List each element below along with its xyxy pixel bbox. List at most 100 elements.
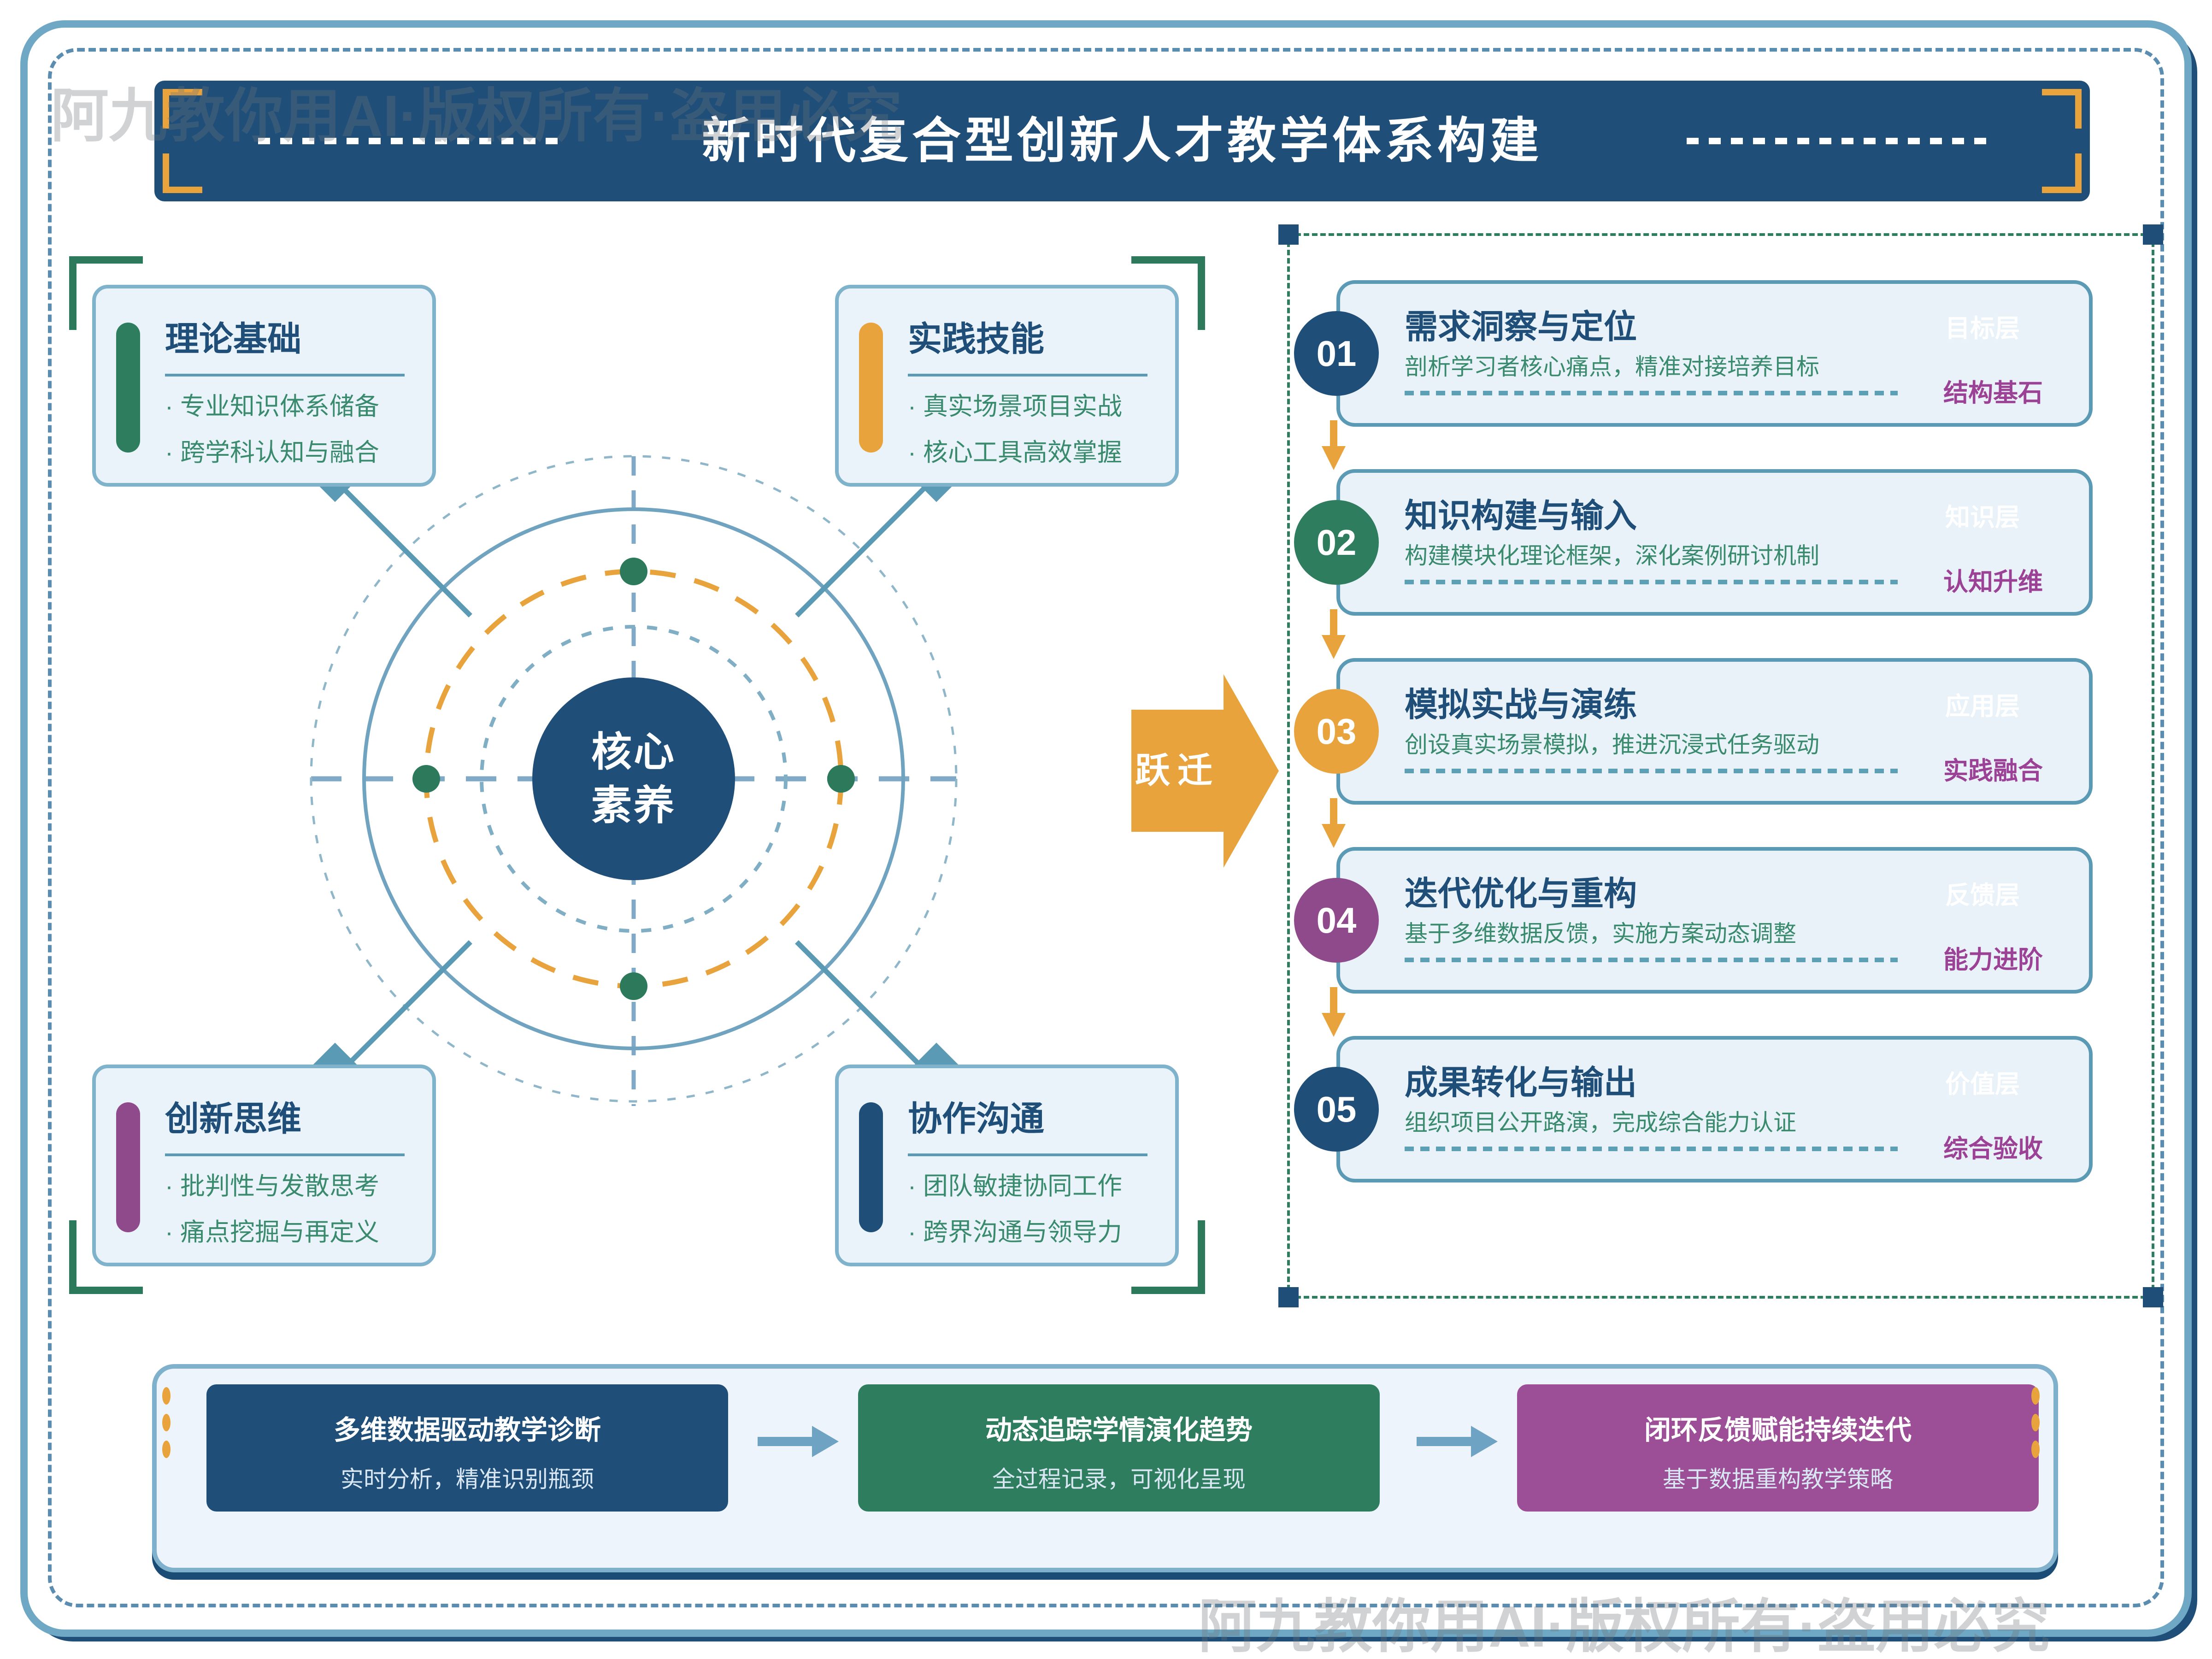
step-connector-arrow: [1330, 420, 1337, 447]
band-dots-decor: [162, 1378, 171, 1467]
card-bullet: · 痛点挖掘与再定义: [165, 1218, 379, 1246]
step-layer-label: 价值层: [1945, 1071, 2020, 1098]
step-card-4: 04 迭代优化与重构 基于多维数据反馈，实施方案动态调整 反馈层 能力进阶: [1294, 847, 2093, 994]
ring-node-dot: [620, 558, 647, 585]
step-card-3: 03 模拟实战与演练 创设真实场景模拟，推进沉浸式任务驱动 应用层 实践融合: [1294, 658, 2093, 805]
card-divider: [908, 374, 1147, 377]
step-connector-arrow: [1330, 798, 1337, 825]
banner-corner-bracket-icon: [2042, 153, 2082, 193]
card-bullet: · 团队敏捷协同工作: [908, 1172, 1122, 1200]
flow-arrow: [1417, 1437, 1472, 1446]
left-zone-bracket-icon: [69, 256, 143, 264]
step-card-2: 02 知识构建与输入 构建模块化理论框架，深化案例研讨机制 知识层 认知升维: [1294, 469, 2093, 616]
step-number-badge: 03: [1294, 689, 1379, 774]
watermark-top: 阿九教你用AI·版权所有·盗用必究: [51, 83, 902, 148]
watermark-bottom: 阿九教你用AI·版权所有·盗用必究: [1198, 1594, 2050, 1659]
title-banner: 新时代复合型创新人才教学体系构建: [154, 81, 2090, 201]
step-dotted-line: [1405, 391, 1898, 395]
ring-node-dot: [620, 972, 647, 1000]
page-inner-dashed-border: [48, 48, 2164, 1607]
step-tag-label: 结构基石: [1943, 379, 2043, 407]
flow-box-feedback: 闭环反馈赋能持续迭代 基于数据重构教学策略: [1517, 1384, 2039, 1512]
panel-corner-square-icon: [1278, 1287, 1299, 1307]
step-dotted-line: [1405, 580, 1898, 584]
banner-corner-bracket-icon: [163, 153, 202, 193]
leap-arrow-head-icon: [1224, 674, 1279, 868]
step-layer-label: 知识层: [1945, 504, 2020, 531]
banner-dash-decor: [1687, 138, 1986, 144]
step-layer-label: 反馈层: [1945, 882, 2020, 909]
step-layer-label: 应用层: [1945, 693, 2020, 720]
step-connector-arrowhead-icon: [1322, 824, 1346, 848]
step-title: 知识构建与输入: [1405, 498, 1637, 535]
solid-ring: [362, 507, 905, 1050]
card-title: 协作沟通: [908, 1100, 1044, 1138]
step-title: 成果转化与输出: [1405, 1065, 1637, 1101]
step-number-badge: 01: [1294, 311, 1379, 396]
card-bullet: · 跨学科认知与融合: [165, 439, 379, 466]
page-title: 新时代复合型创新人才教学体系构建: [702, 114, 1542, 168]
left-zone-bracket-icon: [1131, 256, 1205, 264]
card-accent-bar: [116, 1102, 140, 1232]
step-desc: 创设真实场景模拟，推进沉浸式任务驱动: [1405, 732, 1819, 758]
step-desc: 组织项目公开路演，完成综合能力认证: [1405, 1110, 1796, 1135]
left-zone-bracket-icon: [69, 1287, 143, 1294]
flow-arrow: [758, 1437, 813, 1446]
left-zone-bracket-icon: [1131, 1287, 1205, 1294]
left-zone-bracket-icon: [69, 256, 76, 330]
step-number-badge: 05: [1294, 1067, 1379, 1152]
steps-panel-dashed-border: [1278, 224, 2163, 1307]
card-title: 理论基础: [165, 320, 301, 358]
core-competency-circle: 核心 素养: [532, 677, 735, 880]
step-connector-arrowhead-icon: [1322, 1013, 1346, 1037]
panel-corner-square-icon: [1278, 224, 1299, 245]
card-accent-bar: [859, 1102, 883, 1232]
step-tag-label: 综合验收: [1943, 1135, 2043, 1163]
card-title: 实践技能: [908, 320, 1044, 358]
step-connector-arrowhead-icon: [1322, 446, 1346, 470]
card-theory: 理论基础 · 专业知识体系储备 · 跨学科认知与融合: [92, 285, 436, 487]
panel-corner-square-icon: [2143, 1287, 2163, 1307]
card-innovation: 创新思维 · 批判性与发散思考 · 痛点挖掘与再定义: [92, 1065, 436, 1266]
step-card-5: 05 成果转化与输出 组织项目公开路演，完成综合能力认证 价值层 综合验收: [1294, 1036, 2093, 1182]
flow-box-subtitle: 全过程记录，可视化呈现: [992, 1466, 1246, 1492]
card-bullet: · 专业知识体系储备: [165, 393, 379, 420]
banner-corner-bracket-icon: [2042, 89, 2082, 129]
ring-node-dot: [827, 765, 855, 793]
core-label-line1: 核心: [591, 729, 676, 775]
card-bullet: · 真实场景项目实战: [908, 393, 1122, 420]
step-tag-label: 认知升维: [1943, 568, 2043, 596]
flow-arrowhead-icon: [1471, 1426, 1498, 1457]
step-title: 模拟实战与演练: [1405, 687, 1637, 724]
step-connector-arrowhead-icon: [1322, 635, 1346, 659]
outer-dashed-ring: [310, 455, 958, 1103]
flow-box-subtitle: 实时分析，精准识别瓶颈: [341, 1466, 594, 1492]
left-zone-bracket-icon: [1198, 256, 1205, 330]
step-desc: 构建模块化理论框架，深化案例研讨机制: [1405, 543, 1819, 569]
flow-box-diagnosis: 多维数据驱动教学诊断 实时分析，精准识别瓶颈: [206, 1384, 728, 1512]
flow-arrowhead-icon: [812, 1426, 839, 1457]
card-practice: 实践技能 · 真实场景项目实战 · 核心工具高效掌握: [835, 285, 1179, 487]
card-divider: [165, 374, 405, 377]
step-tag-label: 实践融合: [1943, 757, 2043, 785]
step-dotted-line: [1405, 769, 1898, 773]
step-title: 迭代优化与重构: [1405, 876, 1637, 912]
step-desc: 剖析学习者核心痛点，精准对接培养目标: [1405, 354, 1819, 380]
card-title: 创新思维: [165, 1100, 301, 1138]
card-bullet: · 核心工具高效掌握: [908, 439, 1122, 466]
step-tag-label: 能力进阶: [1943, 946, 2043, 974]
band-dots-decor: [2031, 1378, 2040, 1467]
step-number-badge: 02: [1294, 500, 1379, 585]
card-bullet: · 批判性与发散思考: [165, 1172, 379, 1200]
step-dotted-line: [1405, 1147, 1898, 1151]
step-title: 需求洞察与定位: [1405, 309, 1637, 346]
banner-corner-bracket-icon: [163, 89, 202, 129]
flow-box-title: 动态追踪学情演化趋势: [985, 1415, 1253, 1445]
leap-arrow: 跃迁: [1131, 710, 1224, 832]
card-accent-bar: [859, 323, 883, 453]
card-divider: [165, 1153, 405, 1156]
flow-box-title: 闭环反馈赋能持续迭代: [1644, 1415, 1912, 1445]
flow-box-tracking: 动态追踪学情演化趋势 全过程记录，可视化呈现: [858, 1384, 1380, 1512]
left-zone-bracket-icon: [69, 1220, 76, 1294]
flow-box-title: 多维数据驱动教学诊断: [333, 1415, 601, 1445]
